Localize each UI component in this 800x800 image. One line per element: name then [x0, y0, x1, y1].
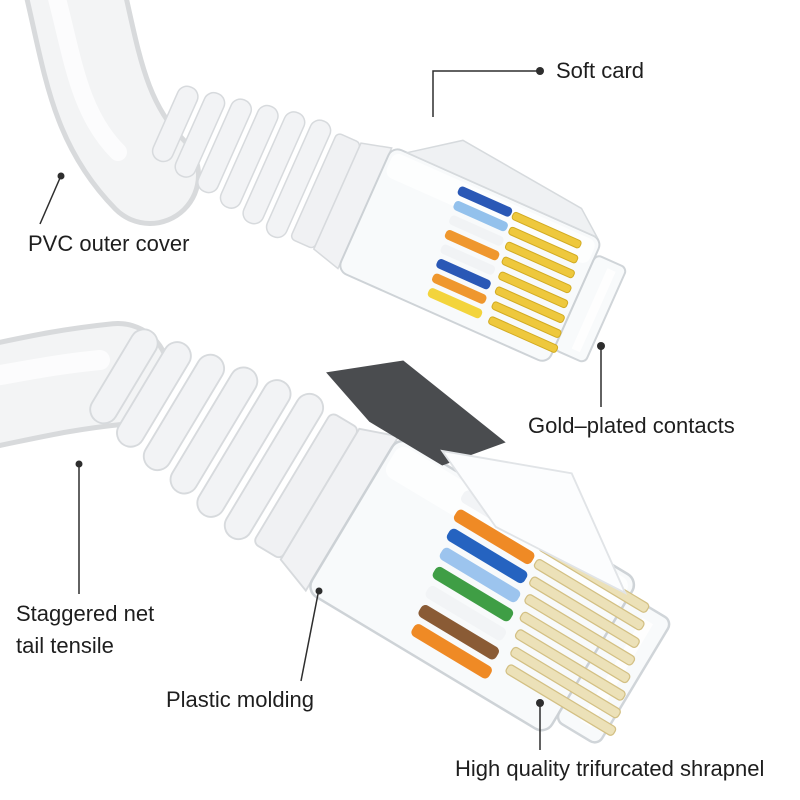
upper-boot-rib: [265, 119, 332, 239]
lower-boot-rib: [169, 366, 259, 495]
dot-soft-card: [536, 67, 544, 75]
lower-wire: [411, 624, 492, 679]
lower-boot-rib: [196, 379, 292, 518]
dot-plastic-molding: [315, 587, 323, 595]
label-staggered-net-tail-tensile: Staggered net tail tensile: [16, 598, 154, 662]
lower-cable-highlight: [0, 350, 110, 386]
upper-connector: [151, 85, 627, 363]
upper-wire: [453, 201, 508, 232]
upper-wire: [440, 244, 496, 275]
upper-wire: [449, 215, 504, 246]
upper-wire: [457, 186, 513, 217]
gold-pin: [508, 226, 579, 264]
upper-nose-glint: [571, 268, 616, 353]
dot-pvc-outer-cover: [57, 172, 65, 180]
contact-comb-tooth: [510, 646, 621, 719]
upper-wire: [427, 288, 483, 319]
lower-wire: [453, 509, 535, 565]
lower-boot-rib: [89, 328, 159, 425]
gold-pin: [498, 271, 569, 309]
upper-boot-rib: [197, 98, 253, 194]
leader-pvc-outer-cover: [39, 177, 61, 225]
contact-comb-tooth: [533, 558, 645, 631]
lower-cable: [0, 326, 166, 443]
contact-comb-tooth: [519, 611, 631, 684]
upper-boot-rib: [174, 91, 226, 178]
lower-latch-tab: [440, 449, 628, 596]
upper-cable: [29, 0, 196, 221]
lower-wire: [446, 528, 528, 584]
label-trifurcated-shrapnel: High quality trifurcated shrapnel: [455, 756, 765, 781]
upper-cable-highlight: [48, 0, 127, 161]
upper-wire: [444, 230, 500, 261]
upper-latch-tab: [404, 139, 599, 239]
contact-comb-tooth: [505, 664, 617, 736]
upper-boot-rib: [219, 104, 279, 209]
upper-boot-taper: [312, 142, 393, 270]
gold-pin: [491, 301, 562, 338]
label-staggered-line1: Staggered net: [16, 601, 155, 626]
gold-pin: [511, 211, 582, 249]
dot-trifurcated-shrapnel: [536, 699, 544, 707]
lower-boot-rib: [116, 341, 192, 448]
lower-boot-rib: [142, 353, 226, 472]
lower-wire: [425, 585, 507, 641]
gold-pin: [504, 241, 575, 279]
upper-boot-rib: [151, 85, 199, 163]
upper-wire: [432, 273, 487, 304]
upper-wire: [436, 259, 491, 290]
gold-pin: [494, 286, 565, 324]
dot-gold-plated-contacts: [597, 342, 605, 350]
label-staggered-line2: tail tensile: [16, 633, 114, 658]
lower-wire: [432, 566, 514, 622]
leader-soft-card: [432, 70, 537, 117]
gold-pin: [501, 256, 572, 294]
lower-cable-assembly: [0, 321, 671, 744]
upper-cable-assembly: [24, 0, 627, 363]
gold-pin: [488, 316, 559, 353]
callout-lines: [39, 70, 602, 750]
lower-connector: [89, 328, 671, 744]
lower-latch-dark: [326, 360, 506, 466]
contact-comb-tooth: [514, 629, 626, 701]
callout-dots: [57, 67, 605, 707]
label-plastic-molding: Plastic molding: [166, 687, 314, 712]
lower-wire: [418, 605, 499, 660]
lower-boot-rib: [223, 392, 325, 541]
contact-comb-tooth: [524, 594, 636, 666]
upper-boot-rib: [242, 111, 306, 225]
contact-comb-tooth: [529, 576, 640, 648]
lower-boot-taper: [279, 427, 400, 593]
label-soft-card: Soft card: [556, 58, 645, 83]
dot-staggered-net: [75, 460, 83, 468]
lower-wire: [439, 547, 521, 603]
label-gold-plated-contacts: Gold–plated contacts: [528, 413, 735, 438]
label-pvc-outer-cover: PVC outer cover: [28, 231, 190, 256]
leader-plastic-molding: [300, 593, 319, 682]
